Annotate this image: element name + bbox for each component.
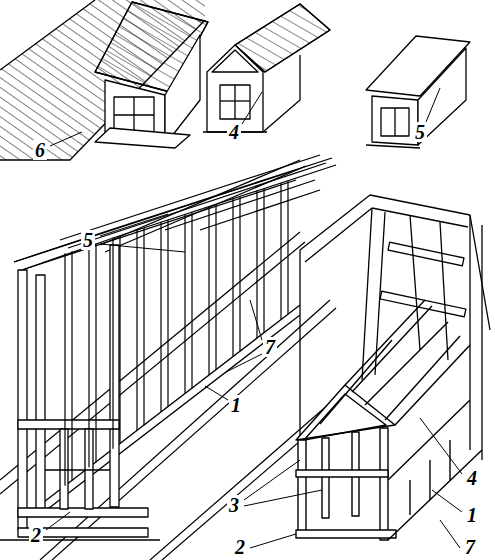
callout-number: 7 [463,537,477,557]
callout-number: 4 [465,468,479,488]
callout-number: 4 [227,122,241,142]
leader-lines [46,88,462,548]
callout-number: 2 [29,525,43,545]
callout-number: 2 [233,537,247,557]
callout-number: 3 [227,495,241,515]
right-dormer-framing [296,195,490,540]
callout-number: 1 [229,395,243,415]
roof-with-shed-dormer [0,0,208,160]
left-dormer-framing [0,155,350,560]
shed-box-dormer [366,36,470,148]
callout-number: 1 [465,505,479,525]
callout-number: 5 [413,122,427,142]
callout-number: 7 [263,337,277,357]
callout-number: 5 [81,230,95,250]
gable-dormer [203,4,330,132]
callout-number: 6 [33,140,47,160]
